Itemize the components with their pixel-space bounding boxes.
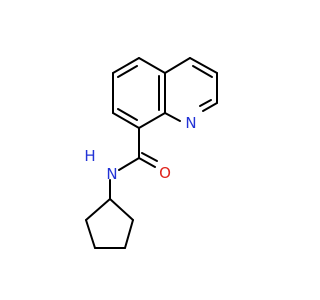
bond-c8-c8a [138, 112, 166, 129]
bond-c5-c6-inner [117, 65, 138, 78]
amide-hydrogen-label: H [84, 147, 95, 165]
bond-c7-c8-inner [117, 108, 138, 121]
bond-c4a-c4 [164, 57, 191, 74]
bond-n1-c8a [164, 112, 181, 122]
bond-cp4-cp5 [85, 219, 96, 249]
bond-cp2-cp3 [124, 219, 134, 249]
bond-c4-c3-inner [192, 65, 213, 78]
carbonyl-oxygen-label: O [159, 164, 171, 182]
bond-c5-c6 [112, 57, 140, 74]
bond-c2-n1-inner [199, 99, 212, 107]
bond-carbonyl-oxygen-double [141, 152, 158, 162]
structure-canvas: N O N H [84, 57, 218, 249]
bond-carbonyl-oxygen [138, 157, 156, 168]
bond-cp5-cp1 [85, 198, 111, 221]
bond-c4a-c5 [138, 57, 166, 74]
bond-carbonyl-nitrogen [118, 157, 140, 171]
bond-c7-c8 [112, 112, 140, 129]
bond-c2-n1 [202, 102, 218, 112]
ring-nitrogen-label: N [185, 114, 196, 132]
bond-c4-c3 [189, 57, 218, 74]
molecule-drawing: N O N H [84, 57, 218, 249]
bond-cp1-cp2 [109, 198, 134, 221]
amide-nitrogen-label: N [106, 165, 117, 183]
